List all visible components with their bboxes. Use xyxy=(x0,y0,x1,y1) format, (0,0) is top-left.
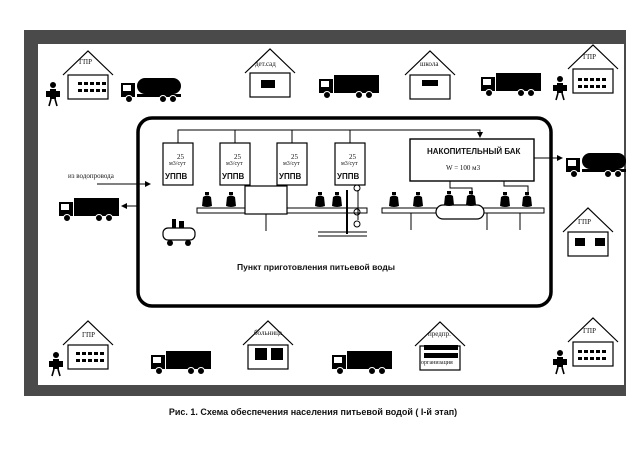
diagram-interior xyxy=(38,44,624,385)
uppv-unit-4 xyxy=(334,142,366,186)
gp-label-top-left: ГПР xyxy=(79,58,92,66)
filling-machine xyxy=(244,185,288,215)
kindergarten-building xyxy=(244,48,296,98)
storage-tank xyxy=(409,138,535,182)
gp-house-right xyxy=(562,207,614,257)
bottle-buffer xyxy=(435,204,485,220)
uppv-4-name: УППВ xyxy=(337,172,360,181)
uppv-3-capacity: 25 xyxy=(291,153,298,161)
school-building xyxy=(404,50,456,100)
pipe-to-tank xyxy=(177,129,483,143)
bottle-cart xyxy=(162,219,196,246)
uppv-3-name: УППВ xyxy=(279,172,302,181)
uppv-2-capacity: 25 xyxy=(234,153,241,161)
hospital-label: больница xyxy=(254,329,282,337)
gp-label-right: ГПР xyxy=(578,218,591,226)
uppv-4-unit: м3/сут xyxy=(341,161,358,167)
station-title: Пункт приготовления питьевой воды xyxy=(237,262,395,272)
enterprise-label: предпр. xyxy=(428,330,451,338)
uppv-unit-1 xyxy=(162,142,194,186)
school-label: школа xyxy=(420,60,439,68)
gp-label-bottom-left: ГПР xyxy=(82,331,95,339)
gp-label-bottom-right: ГПР xyxy=(583,327,596,335)
uppv-unit-3 xyxy=(276,142,308,186)
uppv-2-name: УППВ xyxy=(222,172,245,181)
gp-label-top-right: ГПР xyxy=(583,53,596,61)
tank-volume: W = 100 м3 xyxy=(446,164,481,172)
uppv-1-capacity: 25 xyxy=(177,153,184,161)
uppv-1-name: УППВ xyxy=(165,172,188,181)
hospital-building xyxy=(242,320,294,370)
water-source-label: из водопровода xyxy=(68,172,114,180)
uppv-2-unit: м3/сут xyxy=(226,161,243,167)
enterprise-building xyxy=(414,321,466,371)
uppv-3-unit: м3/сут xyxy=(283,161,300,167)
tank-title: НАКОПИТЕЛЬНЫЙ БАК xyxy=(427,147,521,156)
organization-label: организация xyxy=(421,360,453,366)
figure-caption: Рис. 1. Схема обеспечения населения пить… xyxy=(168,407,458,417)
uppv-4-capacity: 25 xyxy=(349,153,356,161)
preparation-station-box xyxy=(136,116,553,308)
uppv-1-unit: м3/сут xyxy=(169,161,186,167)
kindergarten-label: дет.сад xyxy=(255,60,276,68)
